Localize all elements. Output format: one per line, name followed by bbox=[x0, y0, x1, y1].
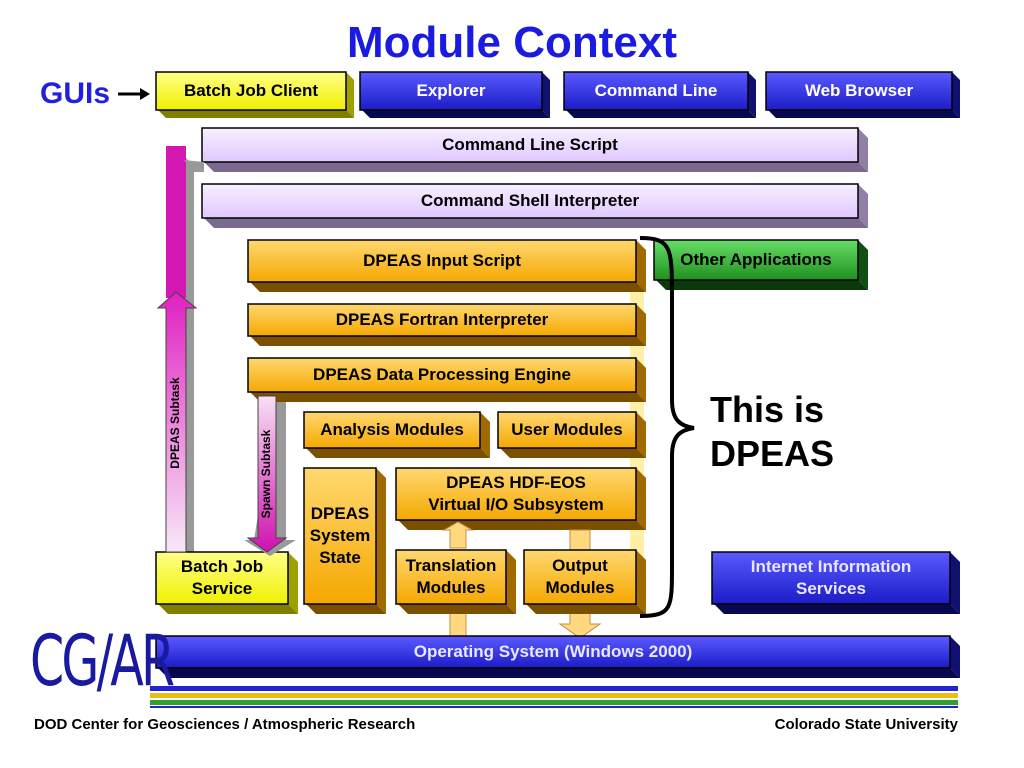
guis-label: GUIs bbox=[40, 77, 111, 110]
command-shell-interpreter-box bbox=[201, 183, 868, 228]
gui-web-browser-box bbox=[765, 71, 960, 118]
dpeas-fortran-interpreter-box bbox=[247, 303, 646, 346]
user-modules-box bbox=[497, 411, 646, 458]
dpeas-input-script-box bbox=[247, 239, 646, 292]
dpeas-subtask-arrow bbox=[156, 148, 204, 553]
dpeas-data-processing-engine-box bbox=[247, 357, 646, 402]
dpeas-system-state-box bbox=[303, 467, 386, 614]
cgar-logo: CG/AR bbox=[30, 620, 175, 702]
other-applications-box bbox=[653, 239, 868, 290]
dpeas-subtask-label: DPEAS Subtask bbox=[168, 377, 182, 469]
footer-left-text: DOD Center for Geosciences / Atmospheric… bbox=[34, 716, 416, 733]
brace-text-line-1: This is bbox=[710, 389, 825, 430]
dpeas-brace bbox=[639, 236, 695, 618]
gui-command-line-box bbox=[563, 71, 756, 118]
spawn-subtask-arrow bbox=[244, 395, 296, 556]
footer-right-text: Colorado State University bbox=[774, 716, 958, 733]
batch-job-service-box bbox=[155, 551, 298, 614]
gui-explorer-box bbox=[359, 71, 550, 118]
hdf-eos-box bbox=[395, 467, 646, 530]
guis-arrow bbox=[118, 88, 150, 100]
command-line-script-box bbox=[201, 127, 868, 172]
internet-information-services-box bbox=[711, 551, 960, 614]
page-title: Module Context bbox=[347, 18, 677, 67]
gui-batch-job-client-box bbox=[155, 71, 354, 118]
brace-text-line-2: DPEAS bbox=[710, 433, 835, 474]
output-modules-box bbox=[523, 549, 646, 614]
spawn-subtask-label: Spawn Subtask bbox=[259, 429, 273, 519]
this-is-dpeas-text: This is DPEAS bbox=[710, 388, 834, 476]
operating-system-box bbox=[155, 635, 960, 678]
translation-modules-box bbox=[395, 549, 516, 614]
footer-stripes bbox=[150, 686, 958, 708]
analysis-modules-box bbox=[303, 411, 490, 458]
